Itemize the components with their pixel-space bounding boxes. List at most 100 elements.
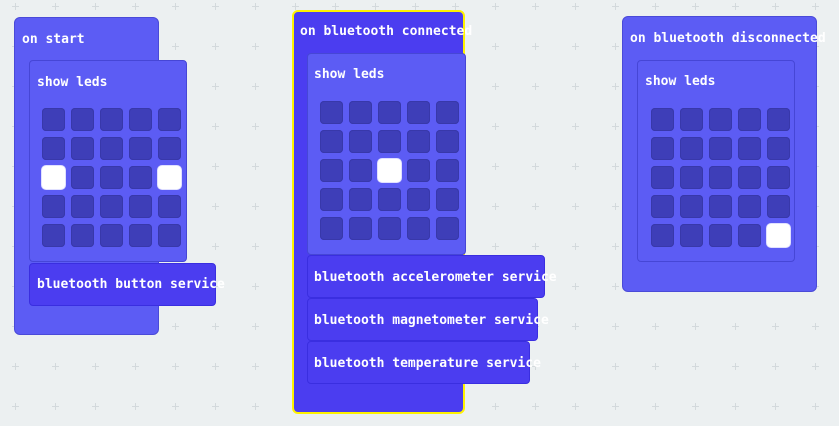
- connected-led-r1-c3[interactable]: [407, 130, 430, 153]
- start-led-r0-c3[interactable]: [129, 108, 152, 131]
- disconnected-led-r1-c0[interactable]: [651, 137, 674, 160]
- start-led-r4-c4[interactable]: [158, 224, 181, 247]
- start-led-r3-c1[interactable]: [71, 195, 94, 218]
- connected-led-r0-c1[interactable]: [349, 101, 372, 124]
- start-led-r2-c1[interactable]: [71, 166, 94, 189]
- grid-plus-mark: [532, 163, 539, 170]
- led-grid-disconnected[interactable]: [651, 108, 790, 247]
- start-led-r4-c2[interactable]: [100, 224, 123, 247]
- grid-plus-mark: [772, 323, 779, 330]
- disconnected-led-r4-c1[interactable]: [680, 224, 703, 247]
- disconnected-led-r3-c3[interactable]: [738, 195, 761, 218]
- connected-led-r4-c4[interactable]: [436, 217, 459, 240]
- disconnected-led-r3-c4[interactable]: [767, 195, 790, 218]
- grid-plus-mark: [612, 163, 619, 170]
- grid-plus-mark: [652, 3, 659, 10]
- disconnected-led-r3-c1[interactable]: [680, 195, 703, 218]
- start-led-r4-c1[interactable]: [71, 224, 94, 247]
- start-led-r2-c2[interactable]: [100, 166, 123, 189]
- start-led-r3-c3[interactable]: [129, 195, 152, 218]
- connected-led-r0-c2[interactable]: [378, 101, 401, 124]
- start-led-r1-c4[interactable]: [158, 137, 181, 160]
- grid-plus-mark: [52, 363, 59, 370]
- disconnected-led-r3-c2[interactable]: [709, 195, 732, 218]
- connected-led-r3-c0[interactable]: [320, 188, 343, 211]
- connected-led-r4-c1[interactable]: [349, 217, 372, 240]
- connected-led-r1-c1[interactable]: [349, 130, 372, 153]
- start-led-r1-c3[interactable]: [129, 137, 152, 160]
- start-led-r3-c4[interactable]: [158, 195, 181, 218]
- start-led-r4-c0[interactable]: [42, 224, 65, 247]
- disconnected-led-r2-c3[interactable]: [738, 166, 761, 189]
- disconnected-led-r2-c4[interactable]: [767, 166, 790, 189]
- disconnected-led-r0-c1[interactable]: [680, 108, 703, 131]
- connected-led-r3-c4[interactable]: [436, 188, 459, 211]
- disconnected-led-r0-c2[interactable]: [709, 108, 732, 131]
- bluetooth-magnetometer-service-block[interactable]: [307, 298, 538, 341]
- start-led-r2-c0[interactable]: [42, 166, 65, 189]
- grid-plus-mark: [612, 283, 619, 290]
- connected-led-r2-c0[interactable]: [320, 159, 343, 182]
- disconnected-led-r4-c4[interactable]: [767, 224, 790, 247]
- disconnected-led-r4-c2[interactable]: [709, 224, 732, 247]
- disconnected-led-r2-c0[interactable]: [651, 166, 674, 189]
- disconnected-led-r1-c1[interactable]: [680, 137, 703, 160]
- start-led-r3-c0[interactable]: [42, 195, 65, 218]
- disconnected-led-r4-c0[interactable]: [651, 224, 674, 247]
- connected-led-r4-c3[interactable]: [407, 217, 430, 240]
- connected-led-r2-c1[interactable]: [349, 159, 372, 182]
- disconnected-led-r1-c2[interactable]: [709, 137, 732, 160]
- grid-plus-mark: [812, 3, 819, 10]
- led-grid-connected[interactable]: [320, 101, 459, 240]
- connected-led-r2-c3[interactable]: [407, 159, 430, 182]
- grid-plus-mark: [212, 323, 219, 330]
- bluetooth-accelerometer-service-block[interactable]: [307, 255, 545, 298]
- grid-plus-mark: [532, 83, 539, 90]
- disconnected-led-r1-c4[interactable]: [767, 137, 790, 160]
- disconnected-led-r1-c3[interactable]: [738, 137, 761, 160]
- start-led-r2-c4[interactable]: [158, 166, 181, 189]
- start-led-r2-c3[interactable]: [129, 166, 152, 189]
- start-led-r3-c2[interactable]: [100, 195, 123, 218]
- connected-led-r1-c2[interactable]: [378, 130, 401, 153]
- disconnected-led-r0-c3[interactable]: [738, 108, 761, 131]
- grid-plus-mark: [92, 363, 99, 370]
- disconnected-led-r3-c0[interactable]: [651, 195, 674, 218]
- disconnected-led-r2-c2[interactable]: [709, 166, 732, 189]
- bluetooth-temperature-service-block[interactable]: [307, 341, 530, 384]
- grid-plus-mark: [212, 403, 219, 410]
- disconnected-led-r0-c0[interactable]: [651, 108, 674, 131]
- start-led-r1-c2[interactable]: [100, 137, 123, 160]
- start-led-r0-c4[interactable]: [158, 108, 181, 131]
- grid-plus-mark: [492, 83, 499, 90]
- connected-led-r4-c2[interactable]: [378, 217, 401, 240]
- grid-plus-mark: [812, 323, 819, 330]
- bluetooth-button-service-block[interactable]: [29, 263, 216, 306]
- start-led-r0-c1[interactable]: [71, 108, 94, 131]
- led-grid-start[interactable]: [42, 108, 181, 247]
- grid-plus-mark: [252, 163, 259, 170]
- start-led-r1-c1[interactable]: [71, 137, 94, 160]
- disconnected-led-r2-c1[interactable]: [680, 166, 703, 189]
- grid-plus-mark: [612, 83, 619, 90]
- connected-led-r1-c0[interactable]: [320, 130, 343, 153]
- connected-led-r0-c0[interactable]: [320, 101, 343, 124]
- connected-led-r0-c3[interactable]: [407, 101, 430, 124]
- start-led-r0-c2[interactable]: [100, 108, 123, 131]
- start-led-r0-c0[interactable]: [42, 108, 65, 131]
- connected-led-r2-c2[interactable]: [378, 159, 401, 182]
- connected-led-r0-c4[interactable]: [436, 101, 459, 124]
- connected-led-r2-c4[interactable]: [436, 159, 459, 182]
- disconnected-led-r4-c3[interactable]: [738, 224, 761, 247]
- start-led-r1-c0[interactable]: [42, 137, 65, 160]
- grid-plus-mark: [212, 43, 219, 50]
- connected-led-r3-c2[interactable]: [378, 188, 401, 211]
- disconnected-led-r0-c4[interactable]: [767, 108, 790, 131]
- connected-led-r4-c0[interactable]: [320, 217, 343, 240]
- start-led-r4-c3[interactable]: [129, 224, 152, 247]
- connected-led-r3-c1[interactable]: [349, 188, 372, 211]
- connected-led-r1-c4[interactable]: [436, 130, 459, 153]
- grid-plus-mark: [732, 403, 739, 410]
- connected-led-r3-c3[interactable]: [407, 188, 430, 211]
- grid-plus-mark: [52, 3, 59, 10]
